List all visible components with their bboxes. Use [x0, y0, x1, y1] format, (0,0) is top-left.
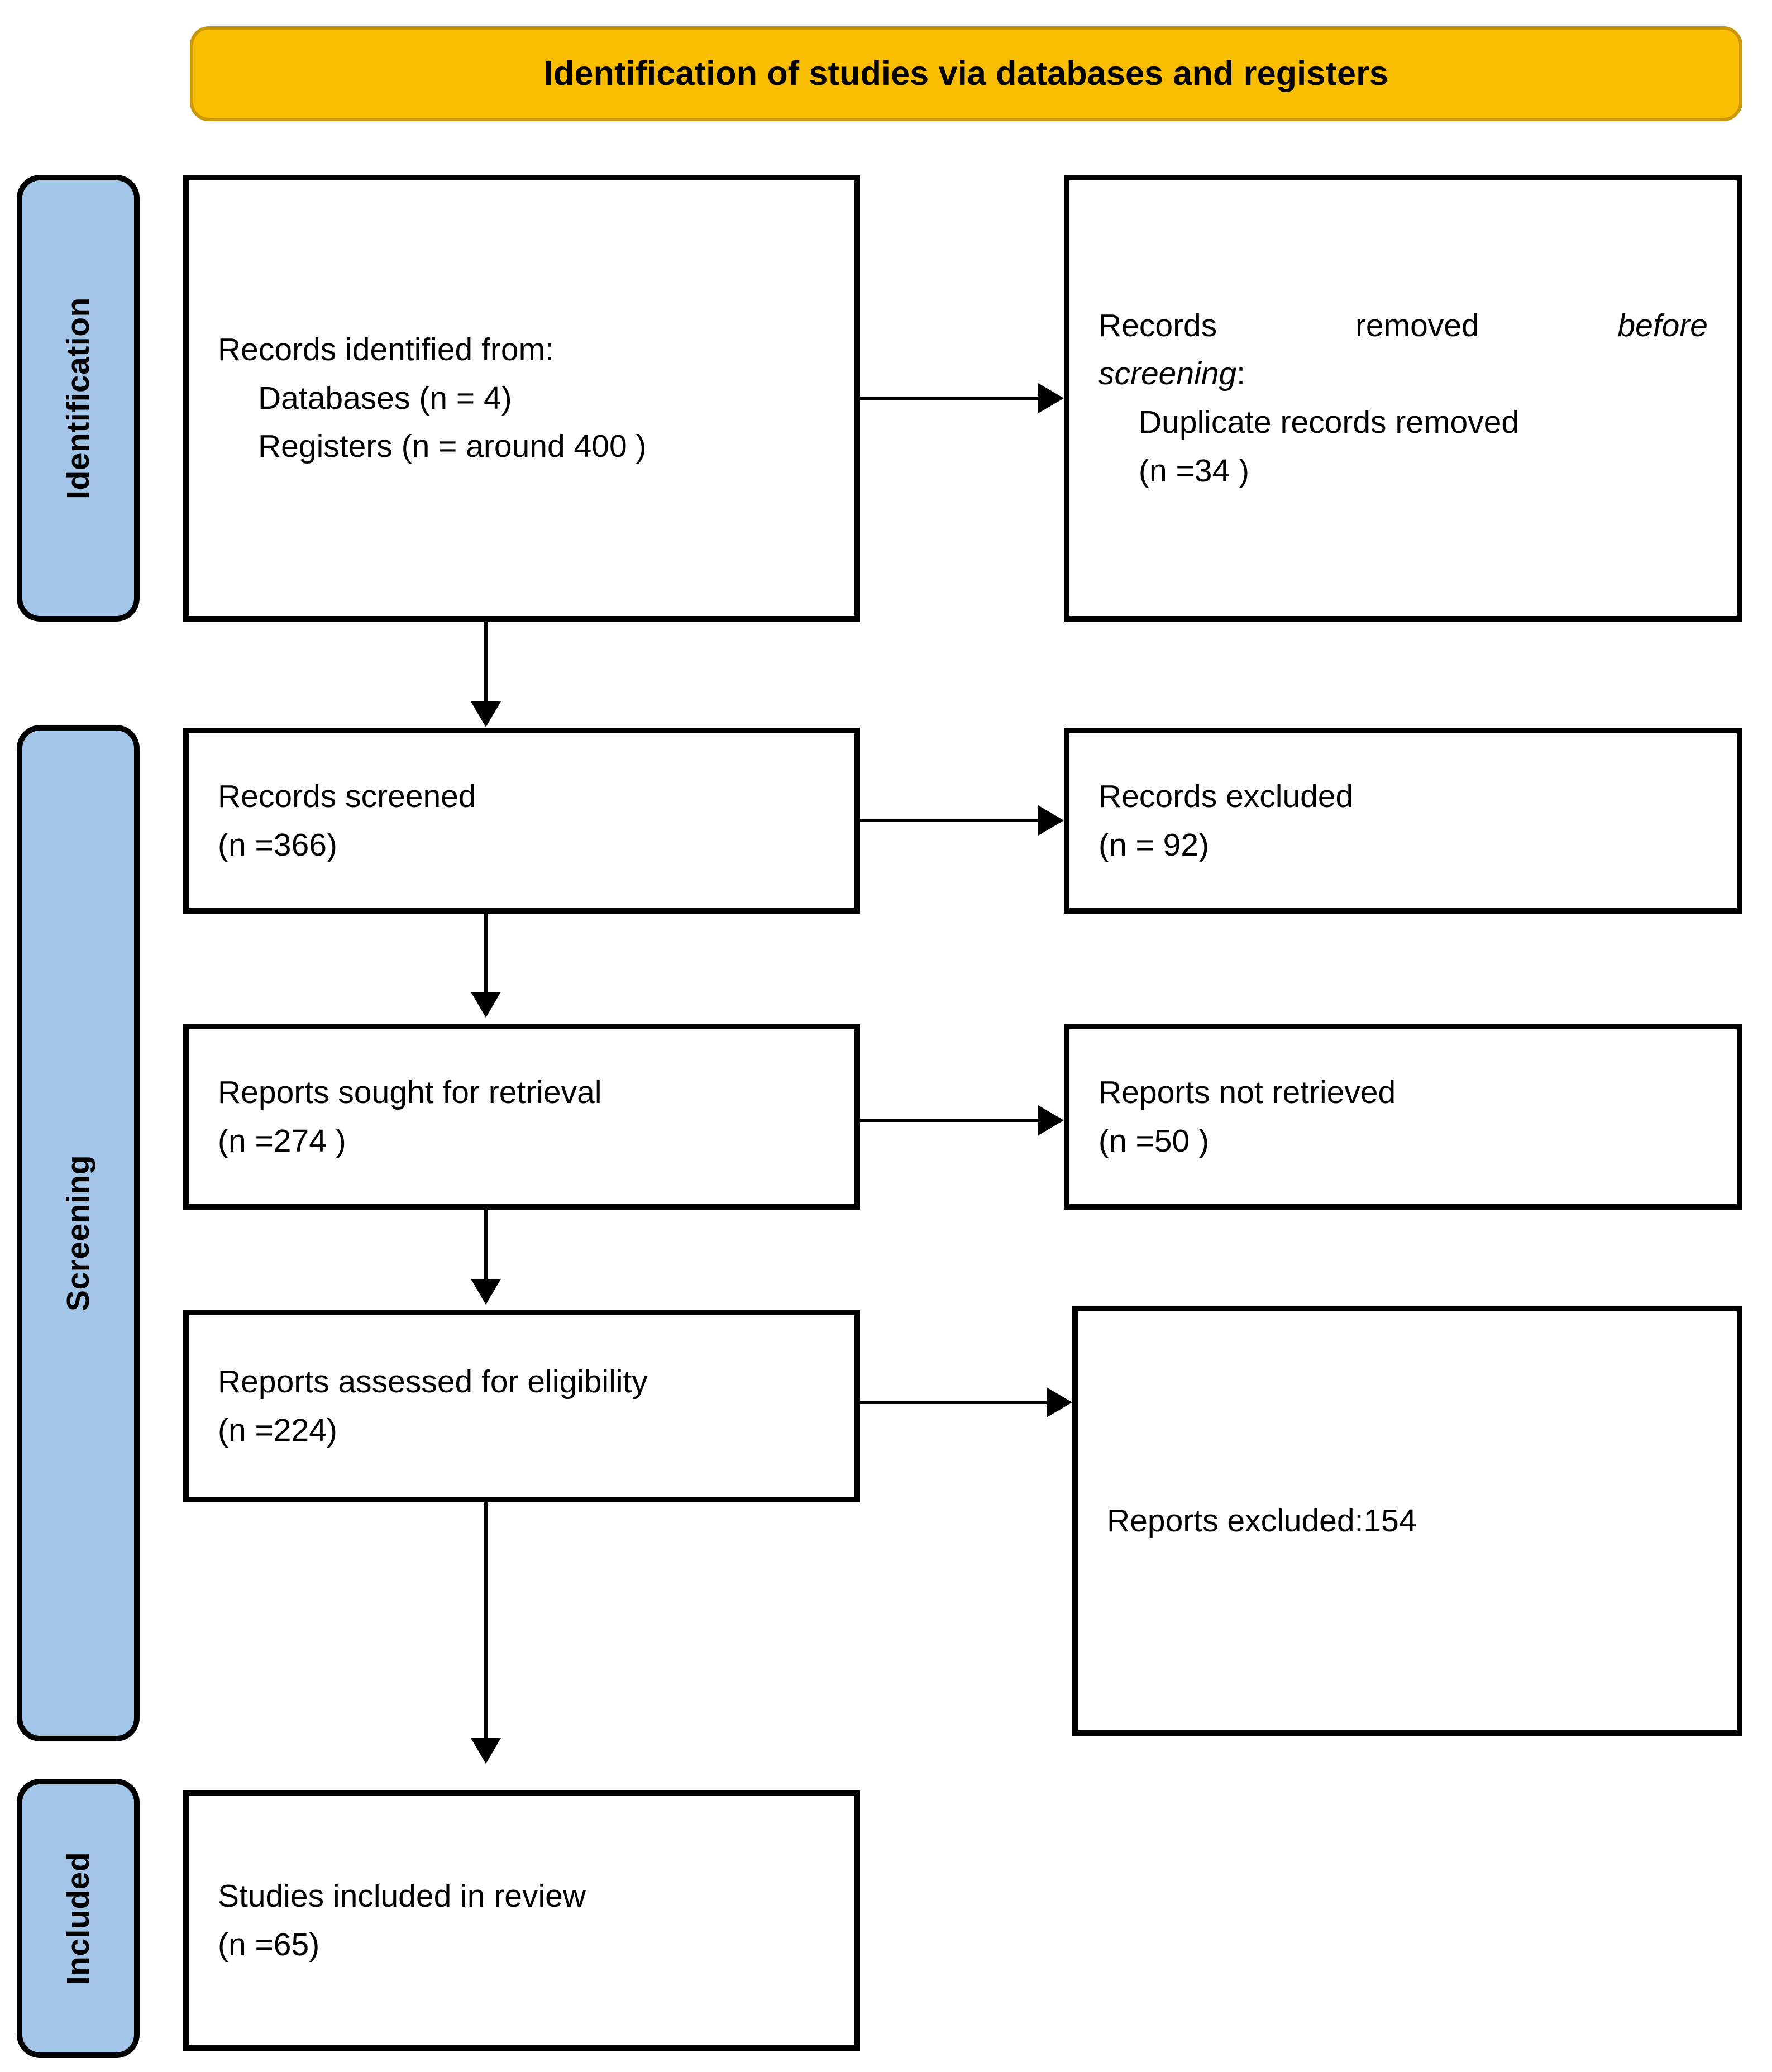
node-reports-assessed-body: Reports assessed for eligibility (n =224…: [189, 1358, 854, 1454]
node-studies-included: Studies included in review (n =65): [183, 1790, 860, 2051]
connector-assessed-to-included: [484, 1502, 488, 1740]
reports-sought-label: Reports sought for retrieval: [218, 1074, 602, 1110]
arrowhead-screened-to-excluded: [1038, 805, 1064, 836]
reports-not-retrieved-label: Reports not retrieved: [1098, 1074, 1396, 1110]
reports-assessed-label: Reports assessed for eligibility: [218, 1363, 648, 1400]
records-removed-count: (n =34 ): [1139, 452, 1250, 489]
phase-label-screening-text: Screening: [60, 1154, 96, 1312]
node-reports-sought-body: Reports sought for retrieval (n =274 ): [189, 1068, 854, 1165]
node-reports-excluded: Reports excluded:154: [1072, 1306, 1742, 1736]
connector-sought-to-assessed: [484, 1210, 488, 1291]
studies-included-label: Studies included in review: [218, 1878, 586, 1914]
node-reports-sought: Reports sought for retrieval (n =274 ): [183, 1024, 860, 1210]
records-removed-duplicates: Duplicate records removed: [1139, 404, 1520, 440]
records-removed-word-before: before: [1617, 307, 1708, 343]
records-removed-colon: :: [1236, 356, 1245, 392]
reports-not-retrieved-count: (n =50 ): [1098, 1123, 1210, 1159]
records-excluded-label: Records excluded: [1098, 778, 1354, 814]
phase-label-included-text: Included: [60, 1851, 97, 1985]
connector-assessed-to-reports-excluded: [860, 1401, 1047, 1404]
arrowhead-assessed-to-included: [471, 1738, 501, 1764]
phase-label-identification: Identification: [17, 175, 140, 622]
node-records-screened: Records screened (n =366): [183, 728, 860, 914]
node-reports-excluded-body: Reports excluded:154: [1078, 1497, 1737, 1545]
records-removed-line-2: screening:: [1098, 350, 1708, 398]
arrowhead-identified-to-removed: [1038, 383, 1064, 413]
phase-label-included: Included: [17, 1779, 140, 2058]
arrowhead-sought-to-assessed: [471, 1279, 501, 1305]
reports-sought-count: (n =274 ): [218, 1123, 346, 1159]
records-screened-count: (n =366): [218, 827, 337, 863]
records-removed-word-screening: screening: [1098, 356, 1237, 392]
node-records-removed: Records removed before screening: Duplic…: [1064, 175, 1742, 622]
reports-excluded-label: Reports excluded:154: [1107, 1502, 1417, 1539]
diagram-banner: Identification of studies via databases …: [190, 26, 1742, 121]
connector-screened-to-sought: [484, 914, 488, 993]
node-records-identified: Records identified from: Databases (n = …: [183, 175, 860, 622]
node-records-screened-body: Records screened (n =366): [189, 772, 854, 869]
studies-included-count: (n =65): [218, 1926, 320, 1963]
records-removed-line-1: Records removed before: [1098, 302, 1708, 350]
connector-sought-to-not-retrieved: [860, 1119, 1039, 1122]
records-identified-line-1: Records identified from:: [218, 332, 554, 368]
phase-label-screening: Screening: [17, 725, 140, 1741]
arrowhead-identified-to-screened: [471, 701, 501, 727]
banner-title: Identification of studies via databases …: [543, 54, 1389, 93]
node-reports-not-retrieved: Reports not retrieved (n =50 ): [1064, 1024, 1742, 1210]
arrowhead-assessed-to-reports-excluded: [1047, 1387, 1072, 1417]
records-removed-word-removed: removed: [1355, 307, 1479, 343]
node-reports-assessed: Reports assessed for eligibility (n =224…: [183, 1310, 860, 1502]
reports-assessed-count: (n =224): [218, 1412, 337, 1448]
connector-screened-to-excluded: [860, 819, 1039, 822]
node-records-excluded-body: Records excluded (n = 92): [1069, 772, 1737, 869]
arrowhead-screened-to-sought: [471, 992, 501, 1018]
node-records-identified-body: Records identified from: Databases (n = …: [189, 326, 854, 471]
records-identified-databases: Databases (n = 4): [258, 380, 512, 416]
records-excluded-count: (n = 92): [1098, 827, 1210, 863]
records-identified-registers: Registers (n = around 400 ): [258, 428, 647, 465]
records-removed-word-records: Records: [1098, 307, 1217, 343]
phase-label-identification-text: Identification: [60, 297, 97, 499]
connector-identified-to-removed: [860, 397, 1039, 400]
connector-identified-to-screened: [484, 622, 488, 703]
node-records-excluded: Records excluded (n = 92): [1064, 728, 1742, 914]
node-reports-not-retrieved-body: Reports not retrieved (n =50 ): [1069, 1068, 1737, 1165]
records-screened-label: Records screened: [218, 778, 476, 814]
node-records-removed-body: Records removed before screening: Duplic…: [1069, 302, 1737, 495]
arrowhead-sought-to-not-retrieved: [1038, 1105, 1064, 1135]
node-studies-included-body: Studies included in review (n =65): [189, 1872, 854, 1969]
